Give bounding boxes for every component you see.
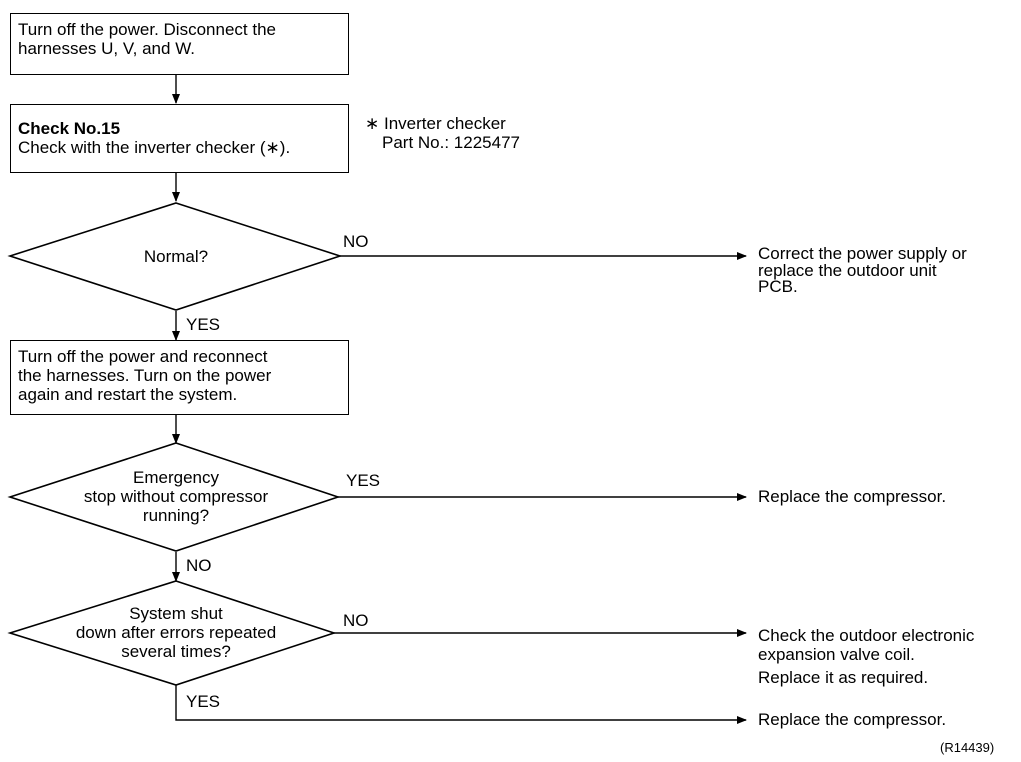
power-off-line2: harnesses U, V, and W. xyxy=(18,39,196,58)
figure-id: (R14439) xyxy=(940,740,995,755)
arrow-shutdown-yes xyxy=(175,685,747,724)
label-shutdown-yes: YES xyxy=(186,692,221,711)
decision-normal-text: Normal? xyxy=(76,247,276,266)
expansion-line2: expansion valve coil. xyxy=(758,645,915,664)
normal-question: Normal? xyxy=(143,247,209,266)
outcome-power-supply: Correct the power supply or replace the … xyxy=(758,244,967,295)
power-supply-line3: PCB. xyxy=(758,277,798,296)
power-supply-line2: replace the outdoor unit xyxy=(758,261,937,280)
shutdown-line2: down after errors repeated xyxy=(75,623,277,642)
reconnect-line3: again and restart the system. xyxy=(18,385,238,404)
decision-shutdown-shape xyxy=(7,580,337,686)
emergency-line1: Emergency xyxy=(133,468,219,487)
shutdown-line3: several times? xyxy=(121,642,231,661)
outcome-replace-compressor-2: Replace the compressor. xyxy=(758,710,947,729)
process-box-power-off: Turn off the power. Disconnect the harne… xyxy=(10,13,349,75)
label-normal-no: NO xyxy=(343,232,369,251)
outcome-expansion-valve: Check the outdoor electronic expansion v… xyxy=(758,626,974,687)
emergency-line3: running? xyxy=(142,506,210,525)
label-emergency-no: NO xyxy=(186,556,212,575)
decision-normal-shape xyxy=(7,202,343,311)
decision-emergency-text: Emergency stop without compressor runnin… xyxy=(46,468,306,525)
label-emergency-yes: YES xyxy=(346,471,381,490)
label-shutdown-no: NO xyxy=(343,611,369,630)
process-box-reconnect: Turn off the power and reconnect the har… xyxy=(10,340,349,415)
inverter-checker-note: ∗ Inverter checker Part No.: 1225477 xyxy=(365,114,520,152)
reconnect-line1: Turn off the power and reconnect xyxy=(18,347,268,366)
label-normal-yes: YES xyxy=(186,315,221,334)
shutdown-line1: System shut xyxy=(129,604,223,623)
expansion-line3: Replace it as required. xyxy=(758,668,929,687)
power-off-line1: Turn off the power. Disconnect the xyxy=(18,20,276,39)
outcome-replace-compressor-1: Replace the compressor. xyxy=(758,487,947,506)
reconnect-line2: the harnesses. Turn on the power xyxy=(18,366,272,385)
power-supply-line1: Correct the power supply or xyxy=(758,244,967,263)
decision-shutdown-text: System shut down after errors repeated s… xyxy=(46,604,306,661)
process-box-check-15: Check No.15 Check with the inverter chec… xyxy=(10,104,349,173)
check-15-title: Check No.15 xyxy=(18,119,121,138)
decision-emergency-shape xyxy=(7,442,341,552)
check-15-text: Check with the inverter checker (∗). xyxy=(18,138,291,157)
note-line1: ∗ Inverter checker xyxy=(365,114,506,133)
emergency-line2: stop without compressor xyxy=(83,487,269,506)
note-line2: Part No.: 1225477 xyxy=(382,133,520,152)
expansion-line1: Check the outdoor electronic xyxy=(758,626,975,645)
